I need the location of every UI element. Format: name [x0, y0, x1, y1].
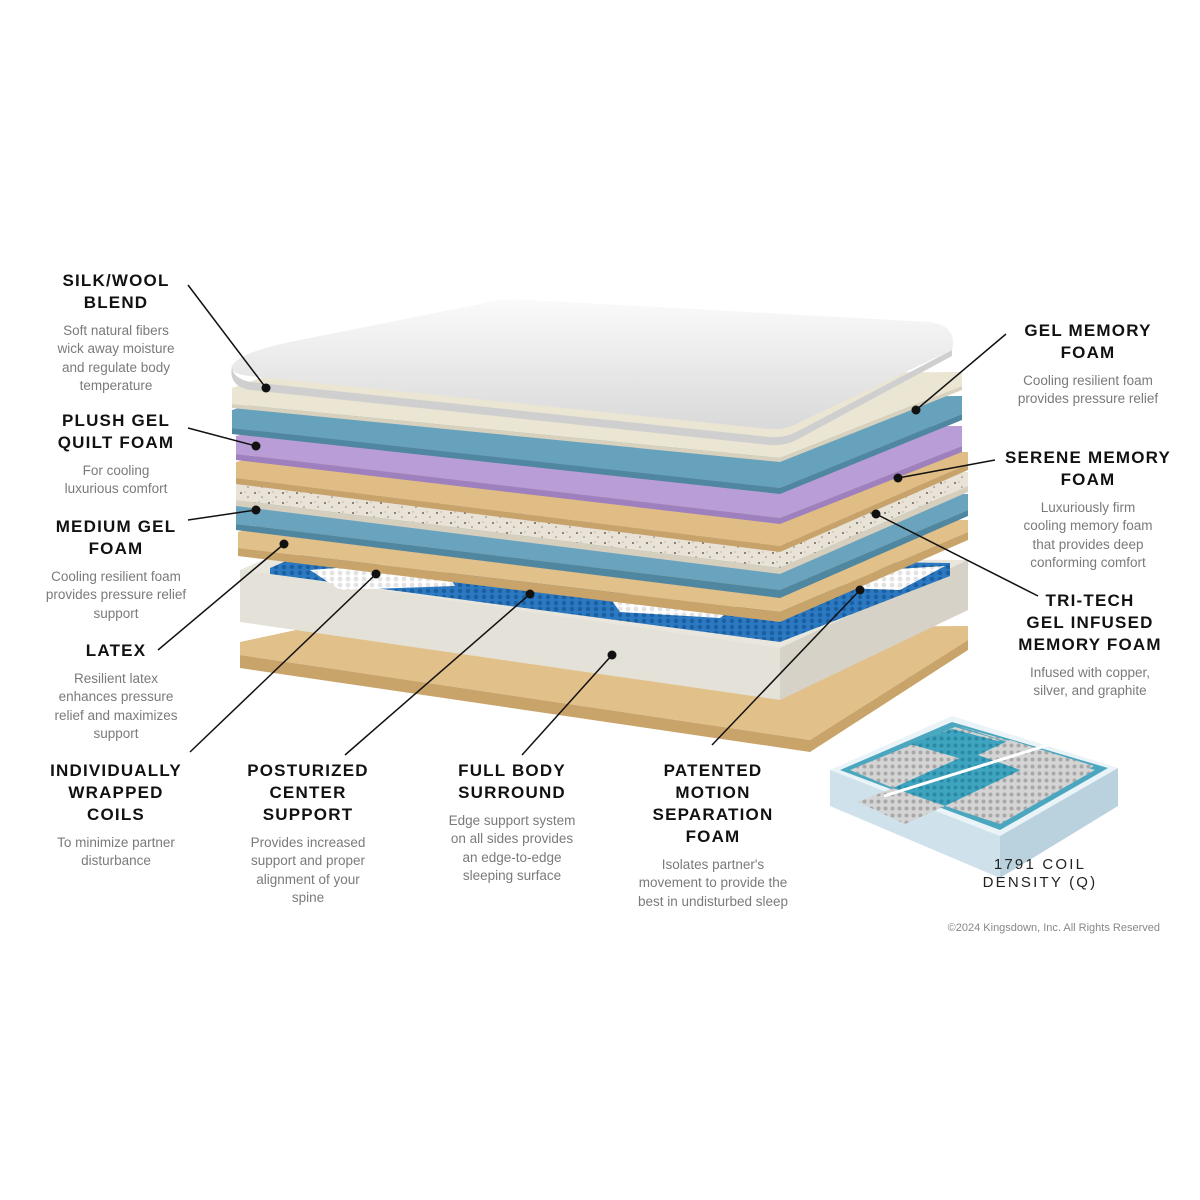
label-desc: Provides increased support and proper al… — [250, 835, 366, 905]
label-desc: Resilient latex enhances pressure relief… — [54, 671, 178, 741]
label-title: INDIVIDUALLY WRAPPED COILS — [50, 761, 182, 824]
leader-dots — [251, 383, 921, 660]
label-desc: Cooling resilient foam provides pressure… — [45, 569, 187, 621]
copyright-text: ©2024 Kingsdown, Inc. All Rights Reserve… — [947, 922, 1160, 934]
leader-lines — [157, 284, 1039, 756]
label-silk-wool: SILK/WOOL BLEND Soft natural fibers wick… — [16, 270, 216, 395]
label-gel-memory: GEL MEMORY FOAM Cooling resilient foam p… — [978, 320, 1198, 409]
label-desc: Luxuriously firm cooling memory foam tha… — [1023, 500, 1153, 570]
label-medium-gel: MEDIUM GEL FOAM Cooling resilient foam p… — [16, 516, 216, 623]
label-title: TRI-TECH GEL INFUSED MEMORY FOAM — [1018, 591, 1162, 654]
label-title: SERENE MEMORY FOAM — [1004, 448, 1172, 489]
coil-density-inset — [830, 716, 1118, 878]
label-desc: For cooling luxurious comfort — [64, 463, 168, 497]
label-title: PATENTED MOTION SEPARATION FOAM — [652, 761, 774, 846]
label-title: MEDIUM GEL FOAM — [55, 517, 177, 558]
label-title: PLUSH GEL QUILT FOAM — [57, 411, 175, 452]
coil-density-label: 1791 COIL DENSITY (Q) — [982, 856, 1098, 891]
label-title: LATEX — [85, 641, 147, 660]
label-desc: Cooling resilient foam provides pressure… — [1017, 373, 1159, 407]
label-title: GEL MEMORY FOAM — [1024, 321, 1152, 362]
label-latex: LATEX Resilient latex enhances pressure … — [16, 640, 216, 743]
label-motion: PATENTED MOTION SEPARATION FOAM Isolates… — [603, 760, 823, 911]
label-plush-gel: PLUSH GEL QUILT FOAM For cooling luxurio… — [16, 410, 216, 499]
label-serene: SERENE MEMORY FOAM Luxuriously firm cool… — [978, 447, 1198, 572]
silk-cover-layer — [231, 299, 954, 446]
label-surround: FULL BODY SURROUND Edge support system o… — [412, 760, 612, 885]
label-desc: Isolates partner's movement to provide t… — [637, 857, 789, 909]
label-desc: Infused with copper, silver, and graphit… — [1029, 665, 1151, 699]
label-desc: Edge support system on all sides provide… — [448, 813, 576, 883]
label-coils: INDIVIDUALLY WRAPPED COILS To minimize p… — [16, 760, 216, 871]
label-posturized: POSTURIZED CENTER SUPPORT Provides incre… — [208, 760, 408, 907]
label-title: SILK/WOOL BLEND — [62, 271, 170, 312]
label-tritech: TRI-TECH GEL INFUSED MEMORY FOAM Infused… — [980, 590, 1200, 701]
label-title: POSTURIZED CENTER SUPPORT — [247, 761, 369, 824]
label-desc: Soft natural fibers wick away moisture a… — [57, 323, 175, 393]
label-desc: To minimize partner disturbance — [57, 835, 175, 869]
label-title: FULL BODY SURROUND — [458, 761, 566, 802]
